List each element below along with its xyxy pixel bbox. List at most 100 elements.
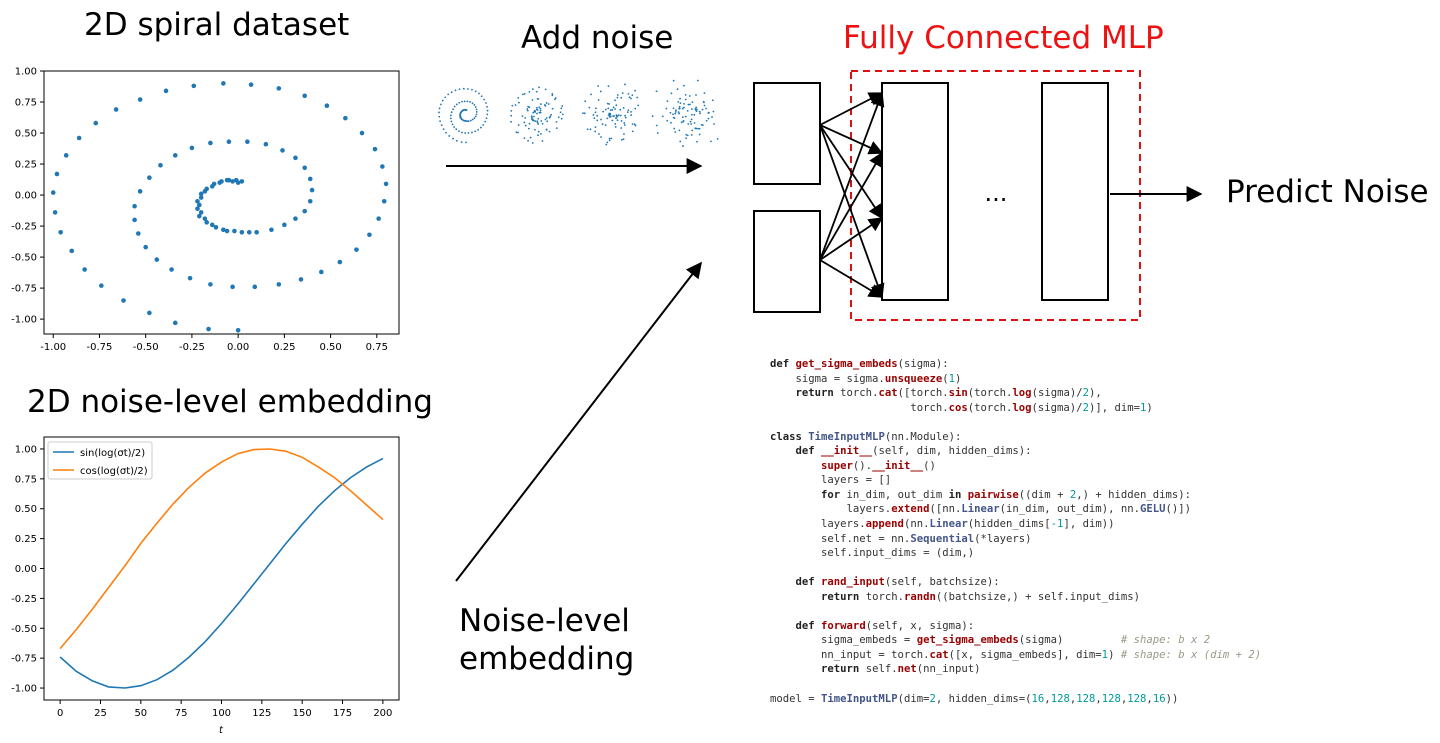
spiral-point [209,184,215,189]
mlp-title: Fully Connected MLP [843,20,1164,56]
spiral-point [204,220,210,225]
spiral-point [309,187,315,193]
noise-point [610,137,613,140]
spiral-point [221,81,226,86]
x-tick-label: -0.25 [179,342,205,353]
noise-point [672,113,674,116]
spiral-point [217,180,222,185]
noise-point [624,116,627,119]
noise-point [545,117,548,119]
spiral-point [239,229,245,235]
noise-point [560,117,563,120]
spiral-point [99,283,104,288]
mlp-edge-arrow [819,124,885,299]
noise-point [474,90,477,93]
noise-point [614,125,617,128]
noise-point [691,113,693,116]
noise-point [695,106,698,109]
y-tick-label: 0.75 [15,98,37,109]
spiral-point [172,320,178,326]
noise-point [606,117,609,120]
noise-point [536,121,539,124]
noise-point [612,106,615,109]
spiral-point [113,107,119,112]
noise-thumb-3 [582,83,640,146]
noise-point [707,111,710,114]
noise-point [620,96,623,99]
noise-point [593,117,596,120]
mlp-ellipsis: ... [985,179,1008,207]
mlp-edge-arrow [819,124,883,220]
noise-point [518,101,520,104]
noise-point [460,111,463,114]
noise-point [462,87,465,90]
y-tick-label: 0.50 [15,129,37,140]
y-tick-label: -0.50 [11,624,37,635]
spiral-point [163,88,169,94]
spiral-point [359,130,365,136]
noise-point [466,120,469,122]
noise-point [608,137,611,140]
noise-point [598,133,600,135]
spiral-point [372,146,378,152]
noise-point [539,107,542,110]
spiral-point [213,225,219,230]
noise-point [455,128,458,131]
x-tick-label: 0.50 [319,342,341,353]
spiral-point [76,135,82,141]
noise-point [460,141,463,144]
noise-point [439,120,441,122]
noise-point [479,126,482,129]
noise-point [471,131,473,134]
noise-point [602,110,605,113]
noise-point [533,128,536,131]
spiral-point [276,86,282,91]
noise-point [517,131,519,134]
spiral-dataset-title: 2D spiral dataset [84,7,350,43]
noise-point [531,99,534,101]
noise-point [713,123,715,125]
noise-point [621,138,623,141]
y-tick-label: 0.00 [15,191,37,202]
noise-point [480,95,483,98]
noise-point [586,128,589,131]
noise-point [461,131,463,134]
y-tick-label: -0.25 [11,594,37,605]
noise-point [460,117,463,120]
noise-point [538,86,540,89]
noise-point [690,133,693,136]
spiral-point [198,195,204,200]
noise-point [539,109,542,112]
noise-point [469,101,471,103]
x-tick-label: 0.00 [227,342,249,353]
noise-point [615,104,618,107]
noise-point [607,107,610,110]
noise-point [680,121,683,124]
noise-point [510,114,513,117]
noise-point [550,113,552,116]
noise-point [532,119,535,122]
y-tick-label: 0.25 [15,160,37,171]
noise-point [484,120,487,123]
spiral-point [252,284,258,290]
spiral-point [254,229,259,235]
noise-point [631,94,634,97]
noise-point [561,105,564,107]
noise-point [627,92,630,95]
noise-point [534,120,537,123]
noise-point [545,128,548,131]
noise-point [546,120,549,123]
spiral-point [380,164,385,169]
spiral-point [169,267,174,272]
noise-point [453,126,456,128]
spiral-point [209,222,215,228]
spiral-point [197,202,202,208]
noise-point [584,100,587,103]
spiral-point [69,248,75,254]
noise-point [438,111,440,114]
noise-point [453,105,456,108]
noise-point [684,115,687,118]
noise-point [473,104,476,106]
noise-point [636,96,639,99]
